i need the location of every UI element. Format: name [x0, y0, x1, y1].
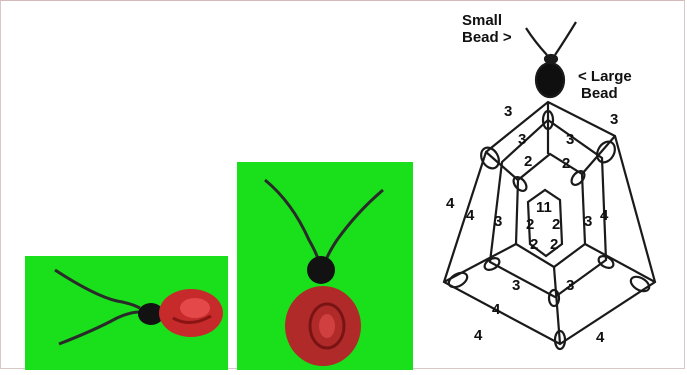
count-label: 3	[518, 132, 526, 147]
count-label: 2	[524, 154, 532, 169]
count-label: 2	[526, 217, 534, 232]
beading-pattern-diagram: Small Bead > < Large Bead 3 3 3 3 2 2 11…	[430, 12, 687, 371]
pattern-drawing	[430, 12, 687, 371]
bead-photo-front-view	[237, 162, 413, 370]
count-label: 2	[550, 237, 558, 252]
count-label: 4	[466, 208, 474, 223]
count-label: 11	[536, 200, 552, 215]
large-bead-label: < Large Bead	[578, 68, 632, 102]
count-label: 3	[610, 112, 618, 127]
count-label: 2	[562, 156, 570, 171]
count-label: 3	[512, 278, 520, 293]
bead-photo-side-view	[25, 256, 228, 370]
count-label: 3	[566, 278, 574, 293]
count-label: 4	[492, 302, 500, 317]
count-label: 2	[530, 237, 538, 252]
count-label: 3	[494, 214, 502, 229]
small-bead-label: Small Bead >	[462, 12, 512, 46]
bead-front-illustration	[237, 162, 413, 370]
count-label: 4	[600, 208, 608, 223]
count-label: 3	[584, 214, 592, 229]
count-label: 3	[504, 104, 512, 119]
count-label: 2	[552, 217, 560, 232]
bead-side-illustration	[25, 256, 228, 370]
count-label: 4	[474, 328, 482, 343]
count-label: 4	[596, 330, 604, 345]
count-label: 3	[566, 132, 574, 147]
count-label: 4	[446, 196, 454, 211]
